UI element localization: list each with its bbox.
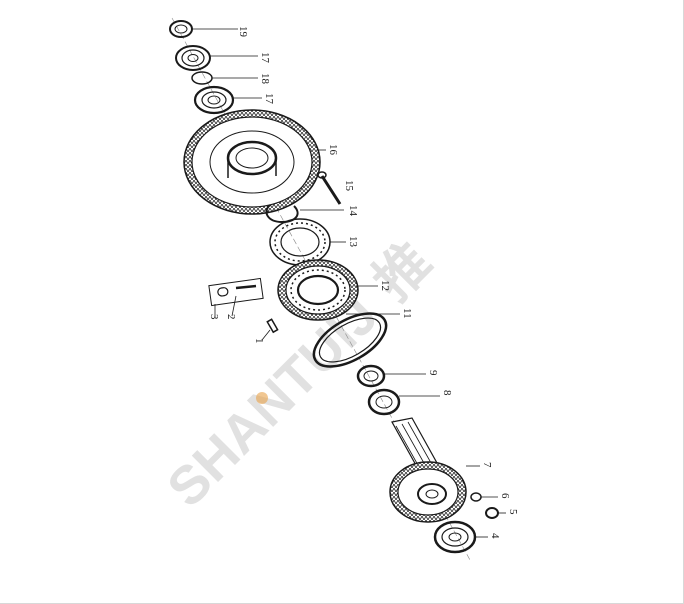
- watermark-cjk: 推: [361, 230, 444, 313]
- part-8-bearing: [367, 388, 401, 416]
- callout-1: 1: [253, 338, 265, 344]
- part-1-small-pin: [266, 318, 279, 334]
- part-4-bearing: [433, 520, 477, 554]
- part-2-3-key: [208, 277, 264, 307]
- callout-5: 5: [507, 509, 519, 515]
- part-14-snap-ring: [265, 204, 299, 224]
- callout-16: 16: [327, 144, 339, 156]
- callout-19: 19: [237, 26, 249, 38]
- callout-6: 6: [499, 493, 511, 499]
- callout-14: 14: [347, 205, 359, 217]
- part-7-shaft-gear: [389, 417, 467, 523]
- callout-9: 9: [427, 370, 439, 376]
- callout-17-lower: 17: [263, 93, 275, 105]
- callout-labels: 19 17 18 17 16 15 14 13 12 11 3 2 1 9 8 …: [208, 26, 519, 539]
- part-11-ring: [312, 312, 388, 368]
- part-16-large-gear: [183, 109, 321, 215]
- callout-4: 4: [489, 533, 501, 539]
- part-18-ring: [191, 71, 213, 85]
- callout-7: 7: [481, 462, 493, 468]
- part-12-spline-hub: [277, 259, 359, 321]
- watermark-accent-dot: [256, 392, 268, 404]
- part-17-bearing-top: [175, 45, 211, 71]
- callout-15: 15: [343, 180, 355, 192]
- leader-lines: [192, 28, 506, 538]
- part-9-bearing: [356, 364, 386, 388]
- callout-18: 18: [259, 73, 271, 85]
- part-5-washer: [485, 507, 499, 519]
- callout-17-top: 17: [259, 52, 271, 64]
- part-6-nut: [470, 492, 482, 502]
- callout-3: 3: [208, 314, 220, 320]
- callout-8: 8: [441, 390, 453, 396]
- part-15-pin: [317, 171, 342, 205]
- part-13-disc: [269, 218, 331, 266]
- callout-13: 13: [347, 236, 359, 248]
- callout-2: 2: [225, 314, 237, 320]
- callout-12: 12: [379, 280, 391, 291]
- callout-11: 11: [401, 308, 413, 319]
- part-17-bearing-lower: [193, 85, 235, 115]
